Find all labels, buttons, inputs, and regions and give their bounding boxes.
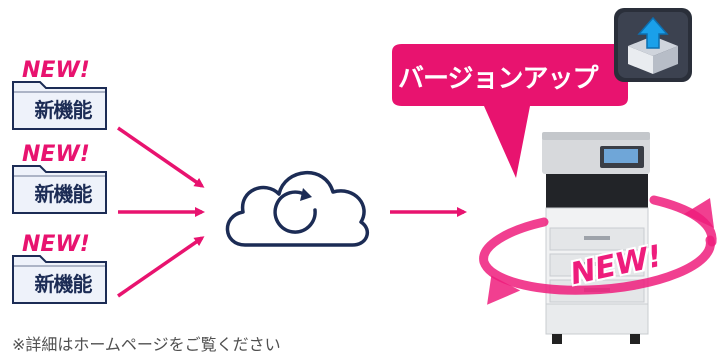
feature-folder: 新機能 [10, 158, 110, 216]
cloud-refresh-icon [225, 171, 370, 247]
version-up-callout [392, 44, 628, 178]
callout-label: バージョンアップ [398, 64, 598, 94]
arrow-folder1-to-cloud [117, 126, 205, 188]
arrow-folder3-to-cloud [117, 236, 205, 298]
folder-icon [12, 165, 107, 214]
new-tag: NEW! [22, 232, 90, 257]
folder-icon [12, 81, 107, 130]
feature-label: 新機能 [34, 272, 93, 296]
footnote: ※詳細はホームページをご覧ください [12, 335, 281, 354]
feature-label: 新機能 [34, 98, 93, 122]
folder-icon [12, 255, 107, 304]
feature-folder: 新機能 [10, 248, 110, 306]
new-tag: NEW! [22, 142, 90, 167]
feature-label: 新機能 [34, 182, 93, 206]
upload-box-icon [614, 8, 692, 82]
new-tag: NEW! [22, 58, 90, 83]
feature-folder: 新機能 [10, 74, 110, 132]
flow-arrows [117, 126, 467, 298]
rotation-arrows [479, 195, 717, 305]
